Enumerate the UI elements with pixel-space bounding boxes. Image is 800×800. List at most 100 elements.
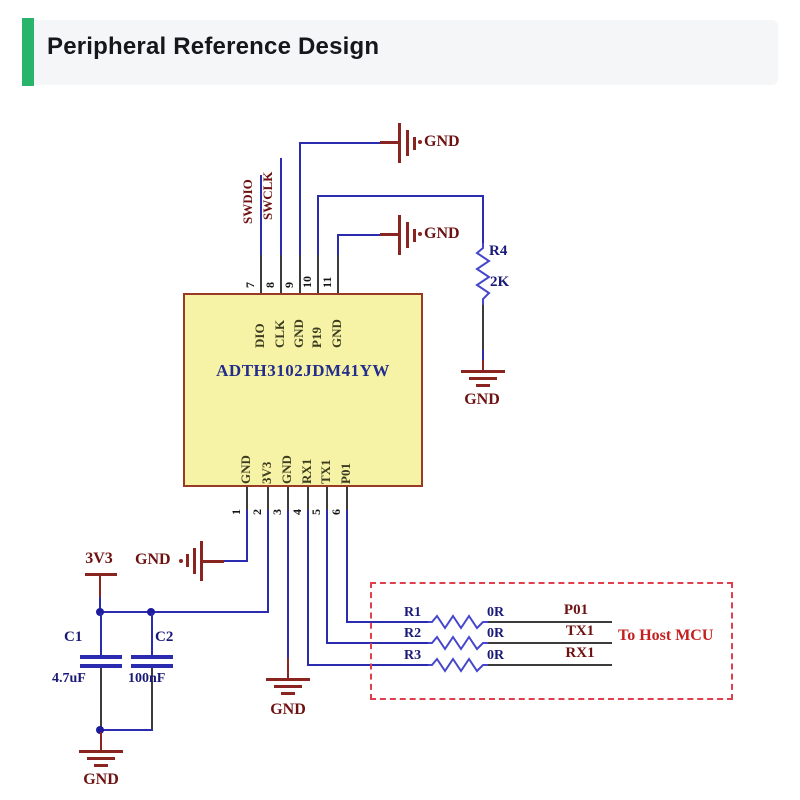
pin8-stub [280, 255, 282, 293]
swdio-label: SWDIO [240, 179, 255, 224]
junction-dot-1 [96, 608, 104, 616]
net-label-tx1: TX1 [565, 623, 595, 639]
r4-value: 2K [490, 274, 510, 290]
ic-pin-label-tx1: TX1 [318, 459, 333, 484]
junction-dot-2 [147, 608, 155, 616]
pin4-wire-v [307, 510, 309, 666]
r4-refdes: R4 [489, 243, 508, 259]
gnd4-bar3 [476, 384, 490, 387]
net-label-p01: P01 [563, 602, 589, 618]
pin-number-10: 10 [300, 276, 314, 288]
ic-pin-label-rx1: RX1 [299, 458, 314, 484]
r3-refdes: R3 [404, 648, 422, 663]
c2-value: 100nF [128, 671, 166, 686]
pin7-stub [260, 255, 262, 293]
swclk-label: SWCLK [260, 171, 275, 220]
r2-right-wire [488, 642, 612, 644]
pin10-stub [317, 255, 319, 293]
gnd3-lead [203, 560, 224, 563]
gnd1-label: GND [424, 133, 460, 150]
gnd2-bar2 [406, 222, 409, 248]
net-label-rx1: RX1 [565, 645, 595, 661]
pin2-wire-v [267, 510, 269, 613]
gnd1-dot [418, 140, 422, 144]
r4-bottom-wire [482, 305, 484, 350]
gnd6-lead [100, 732, 102, 750]
ic-pin-label-p19: P19 [309, 327, 324, 348]
gnd3-label: GND [135, 551, 171, 568]
pin9-wire-v [299, 143, 301, 255]
gnd4-label: GND [464, 391, 500, 408]
gnd1-bar1 [398, 123, 401, 163]
pin4-wire-h [307, 664, 430, 666]
ic-pin-label-dio: DIO [252, 323, 267, 348]
ic-body [183, 293, 423, 487]
pin5-wire-h [326, 642, 430, 644]
gnd6-bar3 [94, 764, 108, 767]
swclk-wire [280, 158, 282, 255]
r2-refdes: R2 [404, 626, 422, 641]
ic-pin-label-gnd3: GND [279, 455, 294, 484]
c1-refdes: C1 [64, 629, 83, 645]
header-band [22, 20, 778, 85]
r2-resistor-symbol [428, 635, 488, 651]
supply-3v3-label: 3V3 [85, 550, 113, 567]
gnd3-dot [179, 559, 183, 563]
c2-top-wire [151, 613, 153, 655]
c1-top-wire [100, 613, 102, 655]
gnd3-bar1 [200, 541, 203, 581]
supply-3v3-wire [99, 597, 101, 613]
to-host-mcu-label: To Host MCU [618, 627, 714, 644]
host-mcu-option-box [370, 582, 733, 700]
pin9-stub [299, 255, 301, 293]
ic-pin-label-3v3: 3V3 [259, 461, 274, 484]
r4-gnd-lead [482, 360, 484, 370]
pin-number-6: 6 [329, 509, 343, 515]
c1-plate-bottom [80, 664, 122, 668]
c1-value: 4.7uF [52, 671, 86, 686]
c2-plate-bottom [131, 664, 173, 668]
pin11-wire-h [337, 234, 380, 236]
pin2-stub [267, 487, 269, 510]
ic-part-number: ADTH3102JDM41YW [216, 361, 390, 380]
r4-top-wire [482, 195, 484, 243]
pin1-wire-h [224, 560, 248, 562]
c2-bottom-wire [151, 668, 153, 730]
pin1-wire-v [246, 510, 248, 562]
r3-right-wire [488, 664, 612, 666]
gnd2-lead [380, 233, 399, 236]
pin-number-7: 7 [243, 282, 257, 288]
pin10-wire-v [317, 196, 319, 255]
r4-bottom-wire2 [482, 350, 484, 360]
pin6-wire-h [346, 621, 430, 623]
ic-pin-label-clk: CLK [272, 319, 287, 348]
gnd5-lead [287, 658, 289, 678]
c2-bottom-wire-h [101, 729, 153, 731]
pin3-wire-v [287, 510, 289, 658]
gnd2-dot [418, 232, 422, 236]
gnd6-bar1 [79, 750, 123, 753]
pin3-stub [287, 487, 289, 510]
ic-pin-label-gnd-top2: GND [329, 319, 344, 348]
ic-pin-label-gnd1: GND [238, 455, 253, 484]
gnd1-bar3 [413, 137, 416, 150]
supply-3v3-lead [99, 576, 101, 597]
r3-value: 0R [487, 648, 505, 663]
pin11-stub [337, 255, 339, 293]
pin6-stub [346, 487, 348, 510]
ic-pin-label-gnd-top: GND [291, 319, 306, 348]
r2-value: 0R [487, 626, 505, 641]
c1-bottom-wire [100, 668, 102, 730]
r1-value: 0R [487, 605, 505, 620]
pin1-stub [246, 487, 248, 510]
gnd5-bar1 [266, 678, 310, 681]
gnd2-bar1 [398, 215, 401, 255]
pin-number-4: 4 [290, 509, 304, 515]
gnd1-lead [380, 141, 399, 144]
gnd3-bar3 [186, 554, 189, 567]
gnd6-label: GND [83, 771, 119, 788]
gnd6-bar2 [87, 757, 115, 760]
pin5-wire-v [326, 510, 328, 644]
gnd2-bar3 [413, 229, 416, 242]
